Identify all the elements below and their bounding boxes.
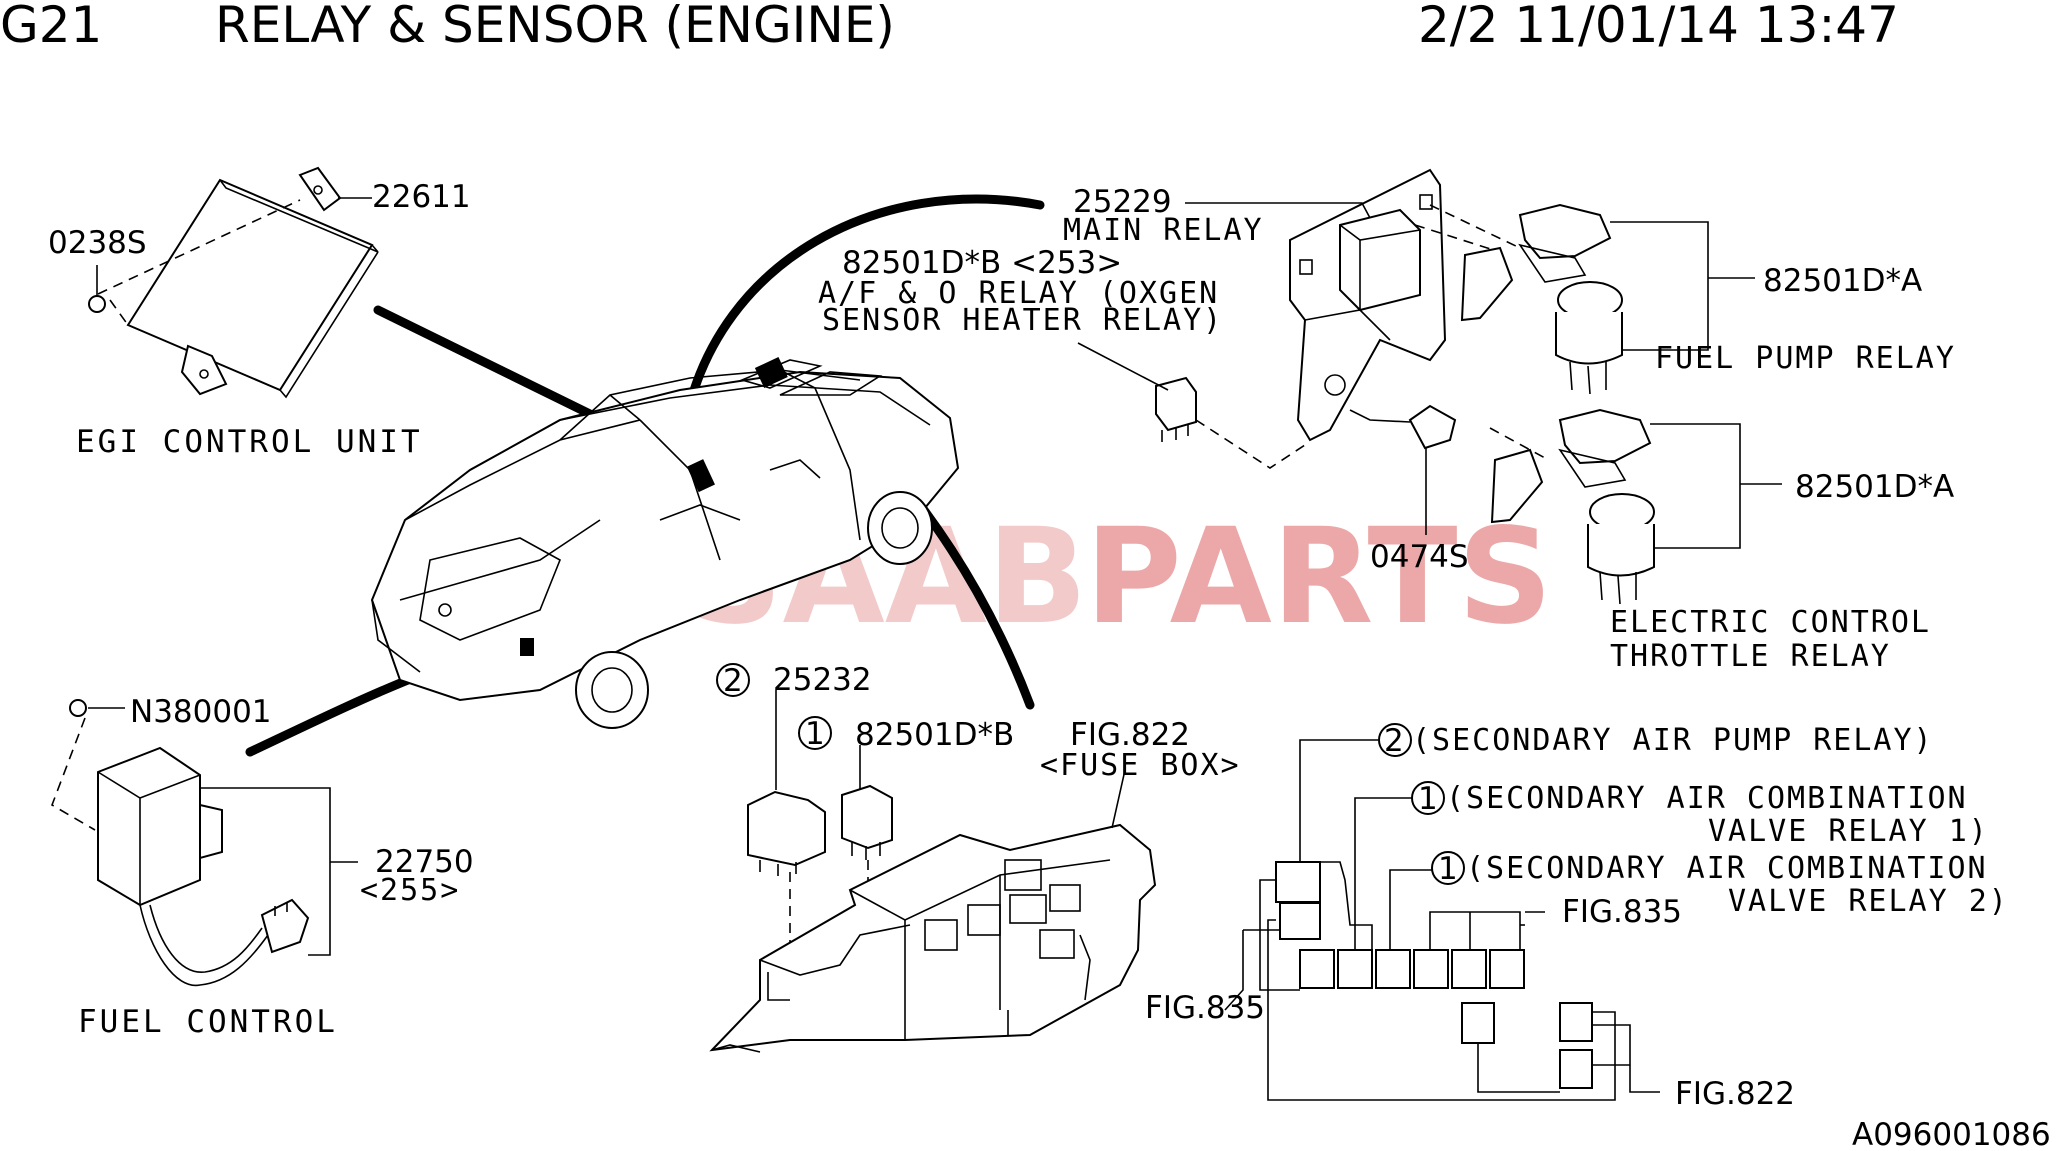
fuel-control-ref: <255> xyxy=(360,873,460,908)
page-title: RELAY & SENSOR (ENGINE) xyxy=(215,0,895,54)
af-o-relay xyxy=(1077,342,1306,469)
main-relay-assembly xyxy=(1289,168,1521,442)
main-relay-body xyxy=(1339,208,1421,312)
fuse-slot xyxy=(1489,949,1525,989)
fuse-slot xyxy=(1279,902,1321,940)
fuel-pump-relay-label: FUEL PUMP RELAY xyxy=(1655,341,1956,376)
combo-valve-1-label-1: (SECONDARY AIR COMBINATION xyxy=(1446,781,1968,816)
fusebox-fig: FIG.822 xyxy=(1070,717,1190,753)
combo-valve-2-marker-circle xyxy=(1431,851,1465,885)
combo-valve-1-label-2: VALVE RELAY 1) xyxy=(1708,814,1989,849)
combo-valve-2-label-2: VALVE RELAY 2) xyxy=(1728,884,2009,919)
fuse-slot xyxy=(1337,949,1373,989)
fuse-slot xyxy=(1451,949,1487,989)
fusebox-relay-1-marker-circle xyxy=(798,716,832,750)
fusebox-relay-2-marker: 2 xyxy=(723,663,743,699)
nut-icon xyxy=(69,699,87,717)
screw-icon xyxy=(1408,404,1457,450)
combo-valve-1-marker: 1 xyxy=(1418,781,1438,817)
fusebox-label: <FUSE BOX> xyxy=(1040,748,1241,783)
af-relay-label-1: A/F & O RELAY (OXGEN xyxy=(818,276,1219,311)
combo-valve-2-label-1: (SECONDARY AIR COMBINATION xyxy=(1466,851,1988,886)
car-fuel-control-location-mark xyxy=(520,638,534,656)
secondary-pump-marker: 2 xyxy=(1384,723,1404,759)
page-date: 2/2 11/01/14 13:47 xyxy=(1418,0,1899,54)
screw-number: 0474S xyxy=(1370,539,1469,575)
car-illustration xyxy=(370,357,960,729)
af-relay-label-2: SENSOR HEATER RELAY) xyxy=(822,303,1223,338)
fusebox-relay-1-number: 82501D*B xyxy=(855,717,1014,753)
car-main-relay-location-mark xyxy=(754,357,788,388)
secondary-pump-label: (SECONDARY AIR PUMP RELAY) xyxy=(1412,723,1934,758)
egi-bolt-icon xyxy=(88,295,106,313)
fuse-slot xyxy=(1461,1002,1495,1044)
watermark-suffix: PARTS xyxy=(1085,500,1553,654)
egi-control-unit xyxy=(88,166,379,399)
fuel-pump-relay xyxy=(1460,203,1755,395)
car-relay-location-mark xyxy=(686,459,715,493)
egi-bolt-number: 0238S xyxy=(48,225,147,261)
screw xyxy=(1349,404,1457,535)
egi-unit-number: 22611 xyxy=(372,179,471,215)
fusebox-relay-1-marker: 1 xyxy=(805,716,825,752)
fuse-layout-schematic xyxy=(1224,723,1660,1101)
fuse-layout-fig-bottom: FIG.822 xyxy=(1675,1076,1795,1112)
fusebox-relay-2-marker-circle xyxy=(716,663,750,697)
fusebox-relay-2 xyxy=(747,790,826,867)
af-relay-number: 82501D*B <253> xyxy=(842,245,1122,281)
fuse-box: 2 1 xyxy=(709,663,1157,1053)
fuse-layout-fig-right: FIG.835 xyxy=(1562,894,1682,930)
fuse-slot xyxy=(1559,1002,1593,1042)
nut-number: N380001 xyxy=(130,694,272,730)
main-relay-number: 25229 xyxy=(1073,184,1172,220)
fuel-control-unit xyxy=(51,699,358,987)
secondary-pump-marker-circle xyxy=(1378,723,1412,757)
combo-valve-2-marker: 1 xyxy=(1438,851,1458,887)
fuse-slot xyxy=(1559,1049,1593,1089)
leader-main-relay xyxy=(681,194,1045,425)
fuse-layout-fig-left: FIG.835 xyxy=(1145,990,1265,1026)
fuse-slot xyxy=(1275,861,1321,903)
group-code: G21 xyxy=(0,0,102,54)
fuse-slot xyxy=(1413,949,1449,989)
throttle-relay xyxy=(1489,408,1782,605)
fusebox-relay-2-number: 25232 xyxy=(773,662,872,698)
throttle-relay-label-1: ELECTRIC CONTROL xyxy=(1610,605,1931,640)
fuel-control-label: FUEL CONTROL xyxy=(78,1004,338,1040)
fusebox-relay-1 xyxy=(841,784,893,850)
combo-valve-1-marker-circle xyxy=(1411,781,1445,815)
throttle-relay-label-2: THROTTLE RELAY xyxy=(1610,639,1891,674)
fuel-pump-relay-number: 82501D*A xyxy=(1763,263,1922,299)
diagram-code: A096001086 xyxy=(1852,1117,2051,1151)
fuse-slot xyxy=(1375,949,1411,989)
fuse-slot xyxy=(1299,949,1335,989)
fuel-control-number: 22750 xyxy=(375,844,474,880)
throttle-relay-number: 82501D*A xyxy=(1795,469,1954,505)
egi-unit-label: EGI CONTROL UNIT xyxy=(76,424,423,460)
main-relay-label: MAIN RELAY xyxy=(1063,213,1264,248)
